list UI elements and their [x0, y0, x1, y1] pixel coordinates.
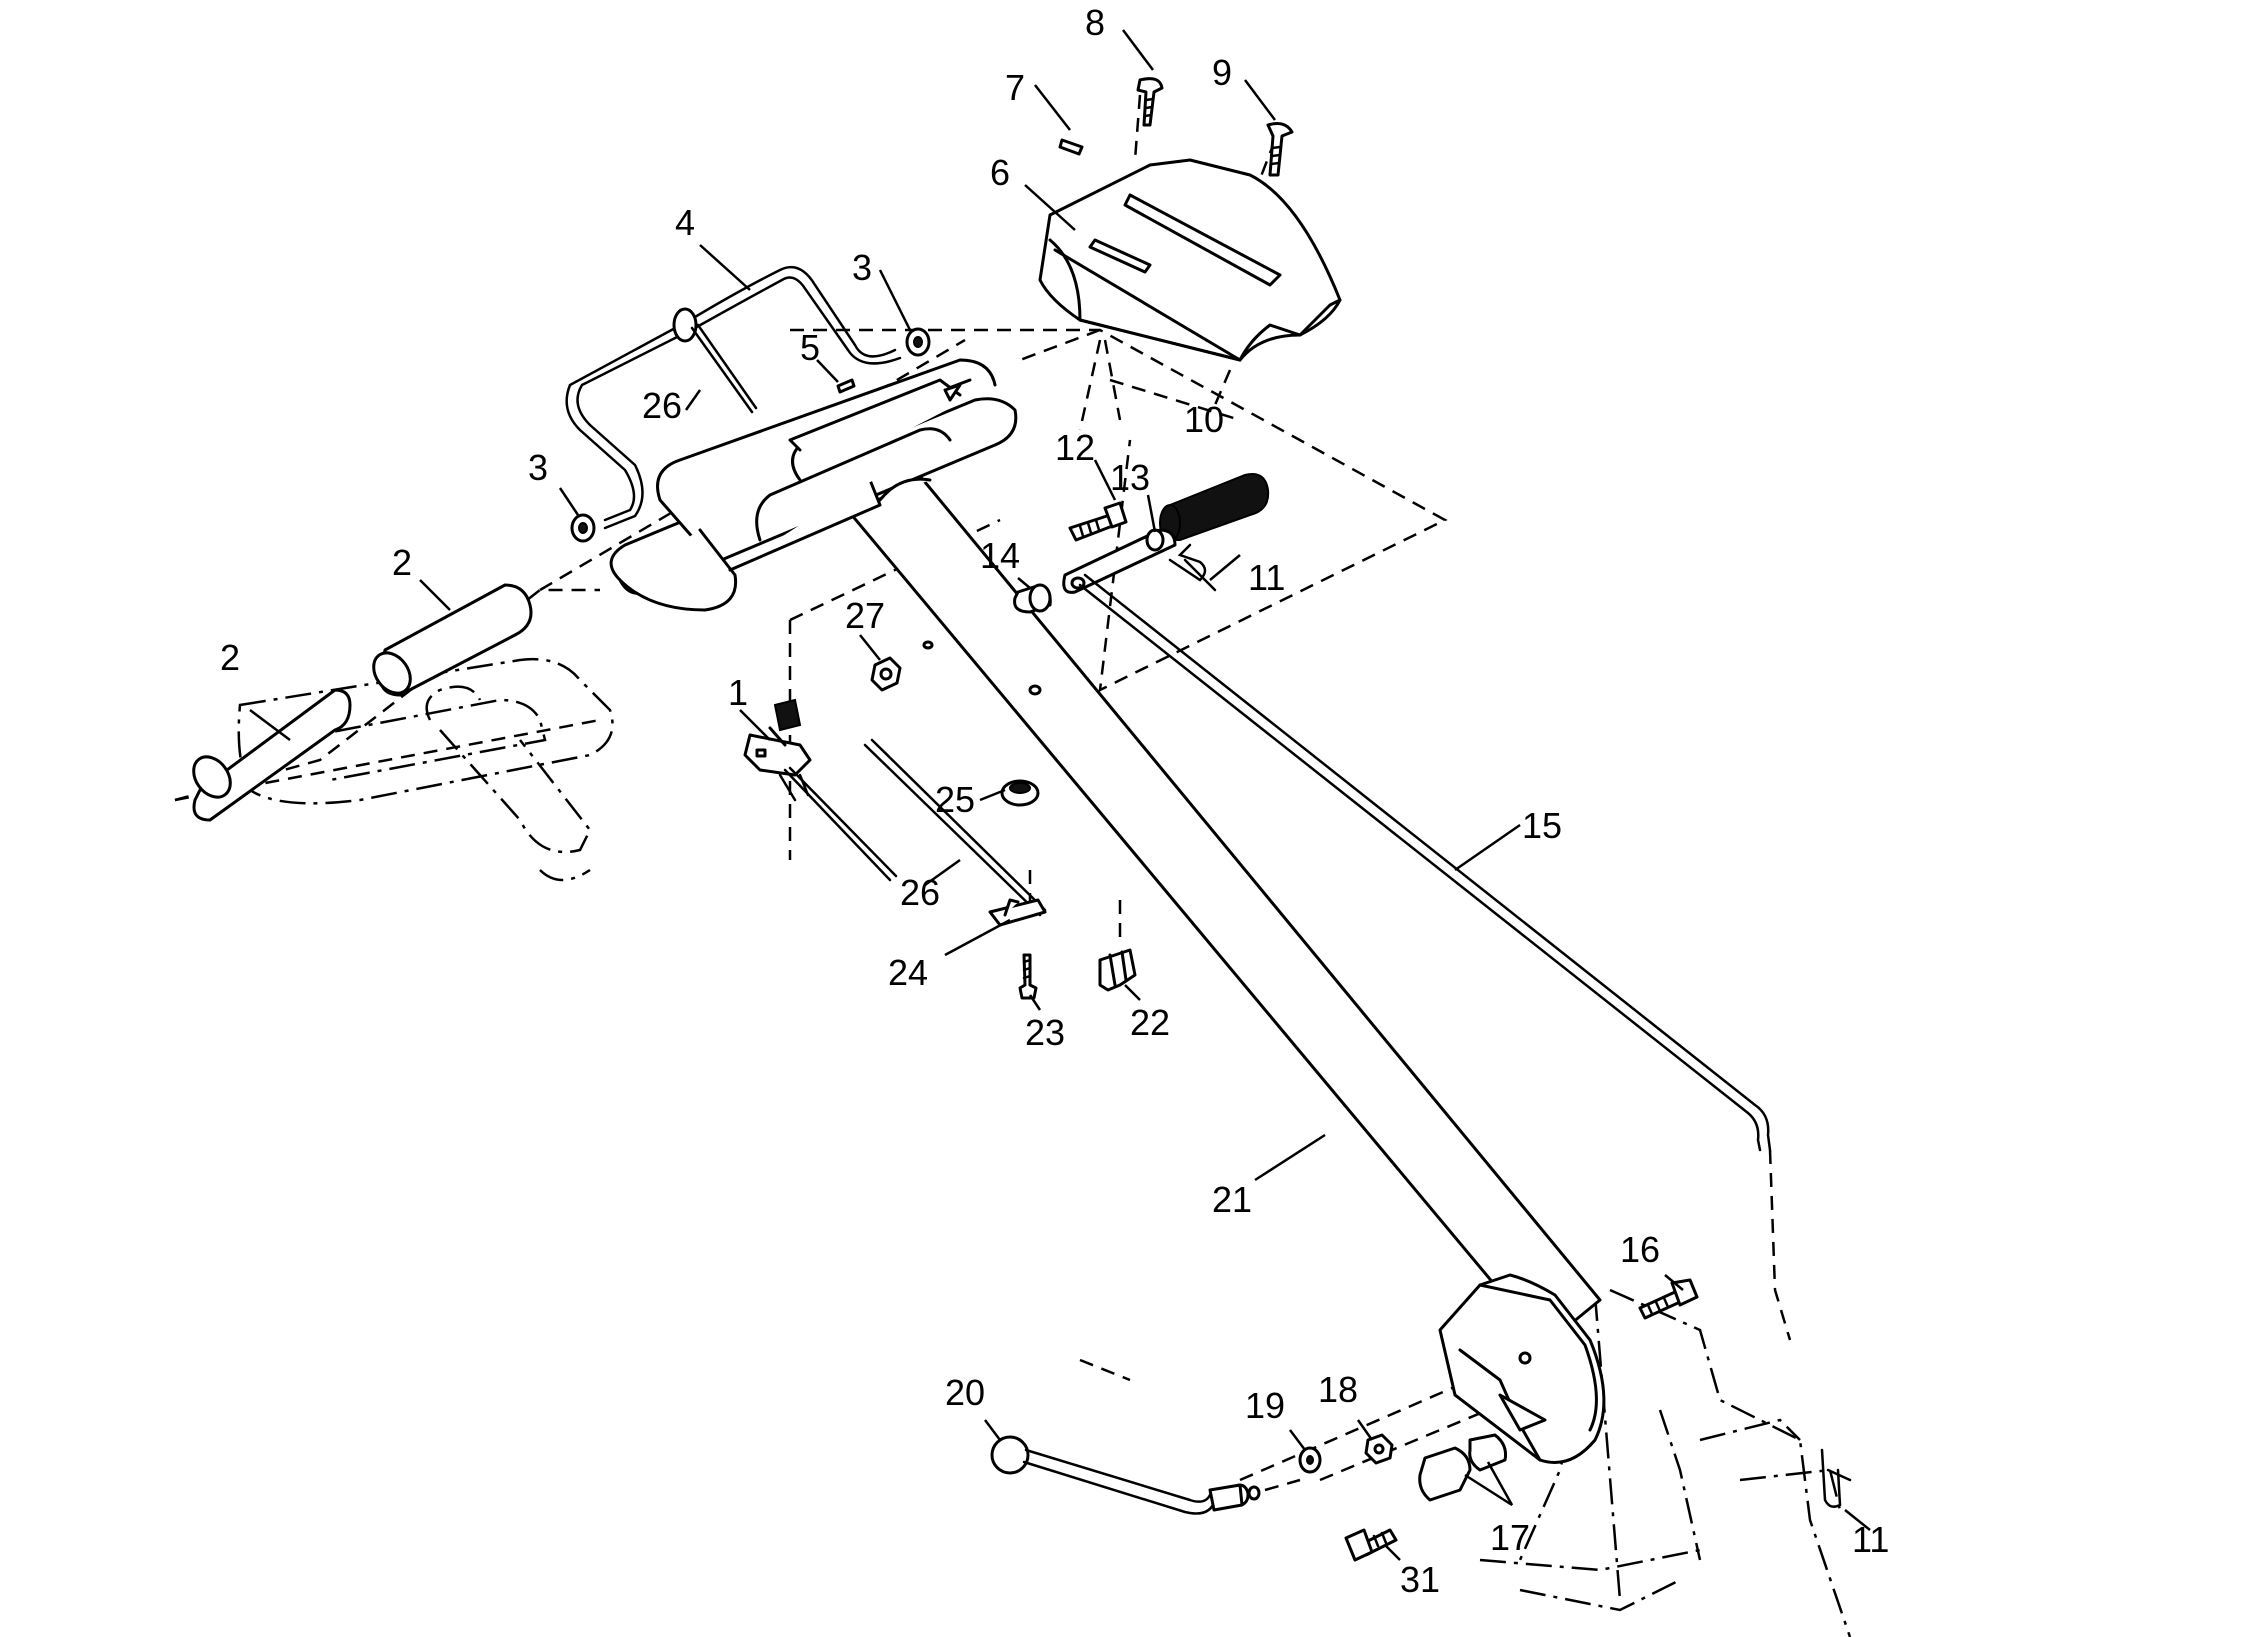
- part-1-throttle-control: [743, 698, 898, 882]
- callout-23: 23: [1025, 1012, 1065, 1053]
- handle-yoke-bracket: [1438, 1273, 1606, 1464]
- callout-14: 14: [980, 535, 1020, 576]
- callout-10: 10: [1184, 399, 1224, 440]
- part-6-shield: [1038, 158, 1342, 362]
- part-3-washer-right: [905, 327, 931, 357]
- part-24-rod-bracket: [988, 898, 1047, 927]
- part-14-spacer: [1013, 583, 1052, 614]
- part-26-throttle-rod: [863, 738, 1047, 917]
- callout-31: 31: [1400, 1559, 1440, 1600]
- callout-11-lower: 11: [1852, 1519, 1889, 1560]
- callout-2-right: 2: [392, 542, 412, 583]
- callout-20: 20: [945, 1372, 985, 1413]
- callout-26-upper: 26: [642, 385, 682, 426]
- callout-22: 22: [1130, 1002, 1170, 1043]
- callout-7: 7: [1005, 67, 1025, 108]
- part-11-hairpin-clip-upper: [1168, 543, 1217, 592]
- callout-4: 4: [675, 202, 695, 243]
- part-17-pad-right: [1468, 1433, 1507, 1472]
- callout-15: 15: [1522, 805, 1562, 846]
- callout-8: 8: [1085, 2, 1105, 43]
- part-27-hex-nut: [870, 640, 934, 692]
- part-5-pin: [836, 378, 856, 394]
- part-7-pin: [1058, 138, 1084, 156]
- callout-6: 6: [990, 152, 1010, 193]
- part-4-control-bail: [565, 265, 902, 530]
- part-22-cable-clip: [1098, 948, 1137, 992]
- part-9-carriage-bolt: [1266, 122, 1294, 177]
- part-11-hairpin-clip-lower: [1820, 1448, 1852, 1508]
- phantom-tiller-frame: [1479, 1288, 1852, 1637]
- part-8-carriage-bolt: [1136, 77, 1164, 127]
- part-23-screw: [1018, 953, 1038, 1000]
- part-15-control-rod: [1078, 573, 1772, 1152]
- callout-12: 12: [1055, 427, 1095, 468]
- callout-5: 5: [800, 327, 820, 368]
- part-26-bail-spring: [690, 323, 758, 414]
- part-17-pad-left: [1418, 1446, 1472, 1502]
- handlebar-assembly: [609, 358, 1018, 612]
- callout-labels: 8 9 7 6 4 3 5 26 3 2 2 10 12 13 14 11 27…: [220, 2, 1889, 1600]
- callout-13: 13: [1110, 457, 1150, 498]
- part-13-lever-arm: [1062, 528, 1177, 594]
- callout-3-right: 3: [852, 247, 872, 288]
- callout-1: 1: [728, 672, 748, 713]
- part-2-grip-right: [372, 583, 533, 697]
- callout-11-upper: 11: [1248, 557, 1285, 598]
- callout-2-left: 2: [220, 637, 240, 678]
- callout-9: 9: [1212, 52, 1232, 93]
- part-3-washer-left: [570, 513, 596, 543]
- callout-27: 27: [845, 595, 885, 636]
- callout-21: 21: [1212, 1179, 1252, 1220]
- part-12-bolt: [1068, 501, 1128, 542]
- part-10-lever-grip: [1159, 473, 1270, 542]
- part-2-grip-left: [192, 688, 352, 822]
- part-31-hex-bolt: [1344, 1528, 1398, 1562]
- part-18-nut: [1364, 1433, 1394, 1465]
- callout-24: 24: [888, 952, 928, 993]
- part-25-bushing: [1000, 779, 1040, 807]
- part-16-hex-bolt: [1638, 1278, 1699, 1320]
- callout-16: 16: [1620, 1229, 1660, 1270]
- callout-26-lower: 26: [900, 872, 940, 913]
- part-20-shift-lever: [990, 1435, 1261, 1515]
- callout-17: 17: [1490, 1517, 1530, 1558]
- callout-19: 19: [1245, 1385, 1285, 1426]
- part-19-washer: [1298, 1446, 1322, 1474]
- callout-25: 25: [935, 779, 975, 820]
- callout-18: 18: [1318, 1369, 1358, 1410]
- leader-lines: [249, 29, 1871, 1561]
- phantom-handle-outline: [237, 658, 614, 882]
- callout-3-left: 3: [528, 447, 548, 488]
